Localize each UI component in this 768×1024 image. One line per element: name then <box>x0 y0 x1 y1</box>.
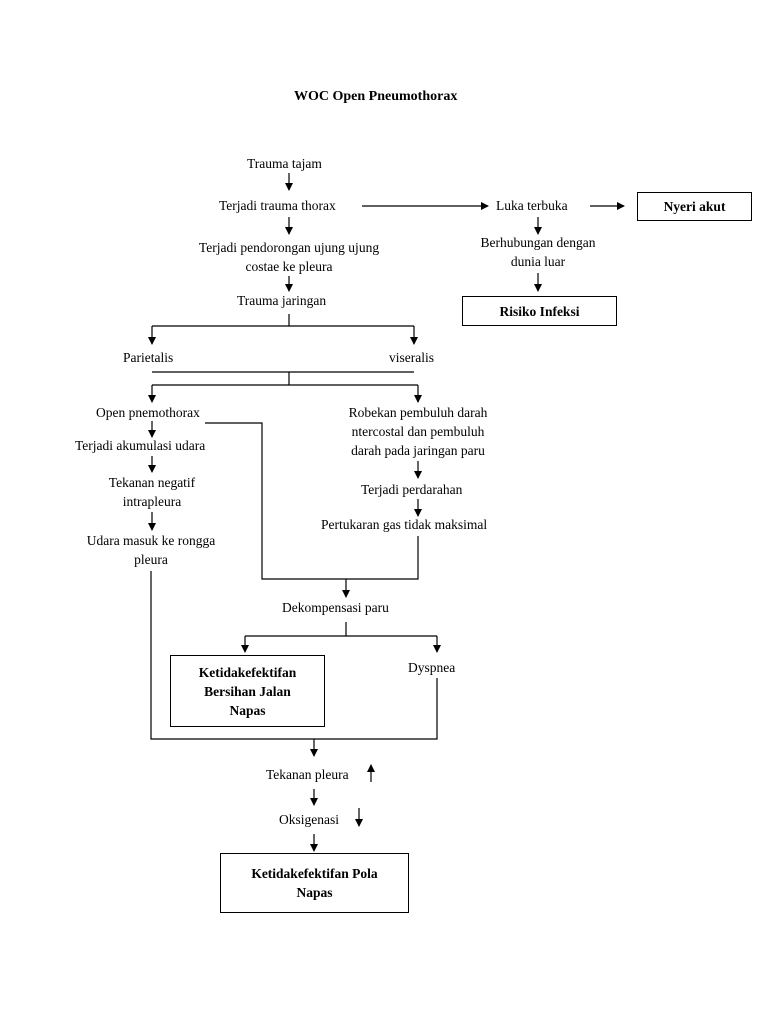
node-pendorongan: Terjadi pendorongan ujung ujung costae k… <box>180 238 398 276</box>
node-dyspnea: Dyspnea <box>408 660 456 675</box>
node-trauma-tajam: Trauma tajam <box>247 156 322 171</box>
node-akumulasi-udara: Terjadi akumulasi udara <box>75 438 206 453</box>
diagnosis-risiko-infeksi-label: Risiko Infeksi <box>499 303 580 319</box>
node-robekan-line2: ntercostal dan pembuluh <box>351 424 485 439</box>
node-tekanan-negatif-line1: Tekanan negatif <box>108 475 196 490</box>
diagnosis-nyeri-akut-label: Nyeri akut <box>663 199 726 214</box>
node-trauma-thorax: Terjadi trauma thorax <box>219 198 336 213</box>
node-udara-masuk-line1: Udara masuk ke rongga <box>86 533 216 548</box>
node-tekanan-pleura: Tekanan pleura <box>266 767 349 782</box>
node-tekanan-negatif: Tekanan negatif intrapleura <box>88 473 216 511</box>
line-udara-to-merge <box>150 571 438 740</box>
diagnosis-pola-line1: Ketidakefektifan Pola <box>251 866 378 881</box>
node-udara-masuk-line2: pleura <box>134 552 168 567</box>
diagram-title: WOC Open Pneumothorax <box>294 89 458 104</box>
line-open-to-dekompensasi <box>205 422 346 580</box>
node-trauma-jaringan: Trauma jaringan <box>237 293 327 308</box>
diagnosis-risiko-infeksi: Risiko Infeksi <box>462 296 617 326</box>
node-oksigenasi: Oksigenasi <box>279 812 339 827</box>
node-open-pneumothorax: Open pnemothorax <box>96 405 200 420</box>
node-tekanan-negatif-line2: intrapleura <box>122 494 182 509</box>
node-viseralis: viseralis <box>389 350 434 365</box>
node-dekompensasi-paru: Dekompensasi paru <box>282 600 389 615</box>
diagnosis-pola-line2: Napas <box>296 885 333 900</box>
node-robekan-line3: darah pada jaringan paru <box>351 443 485 458</box>
node-berhubungan-line1: Berhubungan dengan <box>480 235 596 250</box>
node-perdarahan: Terjadi perdarahan <box>361 482 463 497</box>
node-parietalis: Parietalis <box>123 350 174 365</box>
node-robekan: Robekan pembuluh darah ntercostal dan pe… <box>332 403 504 460</box>
diagnosis-bersihan-line3: Napas <box>229 702 266 718</box>
diagnosis-nyeri-akut: Nyeri akut <box>637 192 752 221</box>
node-pendorongan-line2: costae ke pleura <box>245 259 333 274</box>
diagnosis-bersihan-line1: Ketidakefektifan <box>198 664 297 680</box>
node-luka-terbuka: Luka terbuka <box>496 198 568 213</box>
node-berhubungan: Berhubungan dengan dunia luar <box>462 233 614 271</box>
node-pertukaran-gas: Pertukaran gas tidak maksimal <box>321 517 488 532</box>
node-pendorongan-line1: Terjadi pendorongan ujung ujung <box>198 240 380 255</box>
node-berhubungan-line2: dunia luar <box>510 254 566 269</box>
diagnosis-pola-napas: Ketidakefektifan Pola Napas <box>220 853 409 913</box>
node-udara-masuk: Udara masuk ke rongga pleura <box>72 531 230 569</box>
diagnosis-bersihan-jalan-napas: Ketidakefektifan Bersihan Jalan Napas <box>170 655 325 727</box>
diagnosis-bersihan-line2: Bersihan Jalan <box>204 683 291 699</box>
line-pertukaran-to-dekompensasi <box>346 536 419 580</box>
node-robekan-line1: Robekan pembuluh darah <box>348 405 488 420</box>
